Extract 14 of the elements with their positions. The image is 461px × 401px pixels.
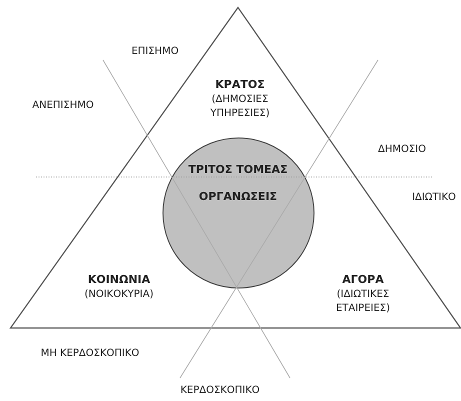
sector-title: ΑΓΟΡΑ: [341, 273, 385, 287]
sector-description: (ΙΔΙΩΤΙΚΕΣ ΕΤΑΙΡΕΙΕΣ): [334, 288, 392, 316]
sector-title: ΚΟΙΝΩΝΙΑ: [86, 273, 152, 287]
sector-description: (ΝΟΙΚΟΚΥΡΙΑ): [83, 288, 155, 302]
sector-title: ΚΡΑΤΟΣ: [214, 78, 266, 92]
circle-title: ΤΡΙΤΟΣ ΤΟΜΕΑΣ: [187, 163, 289, 177]
axis-label: ΚΕΡΔΟΣΚΟΠΙΚΟ: [180, 384, 260, 398]
axis-label: ΕΠΙΣΗΜΟ: [131, 45, 179, 59]
circle-title: ΟΡΓΑΝΩΣΕΙΣ: [198, 190, 278, 204]
axis-label: ΜΗ ΚΕΡΔΟΣΚΟΠΙΚΟ: [40, 347, 140, 361]
axis-label: ΔΗΜΟΣΙΟ: [378, 143, 426, 157]
sector-description: (ΔΗΜΟΣΙΕΣ ΥΠΗΡΕΣΙΕΣ): [209, 93, 271, 121]
axis-label: ΙΔΙΩΤΙΚΟ: [412, 191, 456, 205]
axis-label: ΑΝΕΠΙΣΗΜΟ: [32, 99, 94, 113]
